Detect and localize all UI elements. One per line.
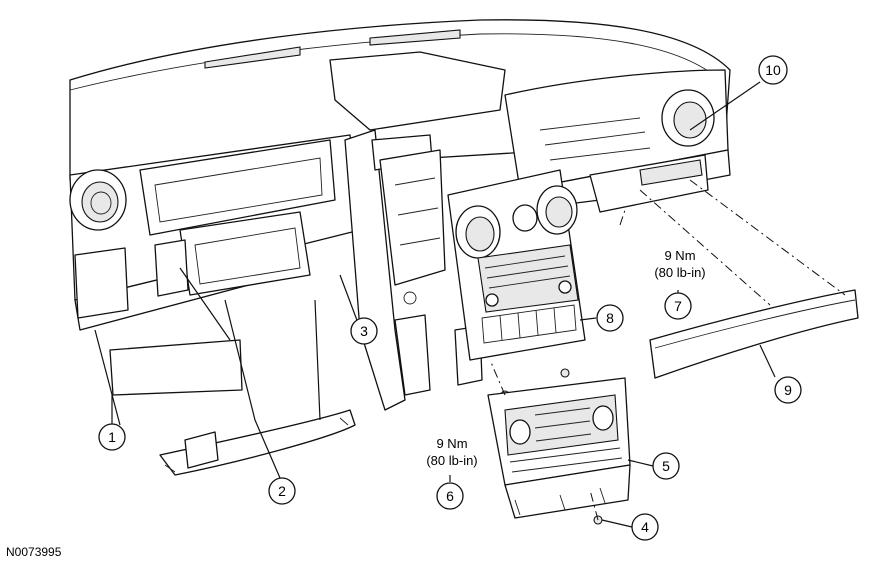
- svg-text:9 Nm: 9 Nm: [436, 436, 467, 451]
- svg-text:5: 5: [662, 458, 670, 474]
- callout-1: 1: [98, 423, 126, 451]
- svg-text:(80 lb-in): (80 lb-in): [426, 453, 477, 468]
- leader-lines: [94, 81, 846, 528]
- svg-text:9 Nm: 9 Nm: [664, 248, 695, 263]
- callout-2: 2: [268, 477, 296, 505]
- instrument-panel: [69, 19, 731, 411]
- callout-4: 4: [631, 513, 659, 541]
- torque-spec-7: 9 Nm (80 lb-in): [654, 248, 705, 280]
- control-module: [487, 377, 631, 525]
- callout-7: 7: [664, 292, 692, 320]
- trim-strip-right: [649, 289, 859, 379]
- callout-5: 5: [652, 452, 680, 480]
- figure-id-label: N0073995: [6, 545, 62, 559]
- svg-text:8: 8: [606, 310, 614, 326]
- svg-text:3: 3: [360, 323, 368, 339]
- svg-text:4: 4: [641, 519, 649, 535]
- svg-text:6: 6: [446, 488, 454, 504]
- svg-text:(80 lb-in): (80 lb-in): [654, 265, 705, 280]
- callout-9: 9: [774, 376, 802, 404]
- callout-3: 3: [350, 317, 378, 345]
- callout-8: 8: [596, 304, 624, 332]
- svg-text:9: 9: [784, 382, 792, 398]
- center-bezel: [447, 169, 586, 400]
- trim-panel-left: [109, 339, 243, 396]
- svg-text:10: 10: [765, 62, 781, 78]
- torque-spec-6: 9 Nm (80 lb-in): [426, 436, 477, 468]
- callout-10: 10: [758, 55, 788, 85]
- svg-text:2: 2: [278, 483, 286, 499]
- svg-text:1: 1: [108, 429, 116, 445]
- lower-trim-panel: [159, 409, 356, 476]
- callout-6: 6: [436, 482, 464, 510]
- svg-text:7: 7: [674, 298, 682, 314]
